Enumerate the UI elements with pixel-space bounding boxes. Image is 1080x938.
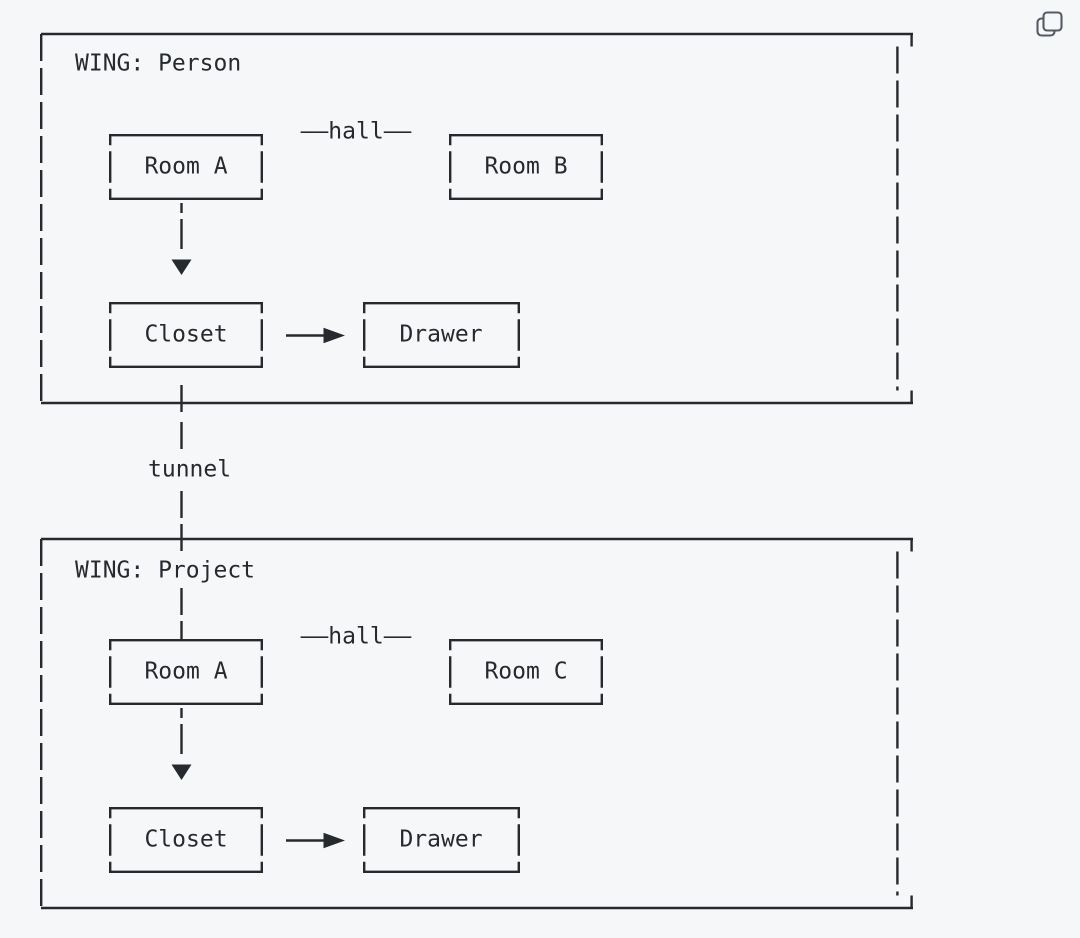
drawer-box xyxy=(363,302,520,368)
room-a-box-2 xyxy=(109,639,263,705)
wing-title: WING: Person xyxy=(75,50,242,77)
room-label: Room B xyxy=(484,153,568,180)
arrow-closet-to-drawer-2 xyxy=(286,832,345,849)
arrow-down-head xyxy=(171,764,192,780)
arrow-room-a-to-closet-2 xyxy=(171,708,192,780)
copy-button[interactable] xyxy=(1032,4,1068,40)
room-b-box xyxy=(449,134,603,200)
arrow-right-head xyxy=(323,832,345,849)
arrow-down-head xyxy=(171,259,192,275)
room-a-box xyxy=(109,134,263,200)
copy-icon xyxy=(1036,11,1063,37)
hall-label: ——hall—— xyxy=(300,623,412,650)
arrow-right-head xyxy=(323,327,345,344)
wing-person-outline xyxy=(40,32,913,405)
hall-label: ——hall—— xyxy=(300,118,412,145)
room-label: Drawer xyxy=(399,826,483,853)
room-label: Drawer xyxy=(399,321,483,348)
arrow-room-a-to-closet xyxy=(171,203,192,275)
room-label: Room A xyxy=(144,658,228,685)
closet-box-2 xyxy=(109,807,263,873)
drawer-box-2 xyxy=(363,807,520,873)
room-label: Closet xyxy=(144,321,228,348)
room-label: Room C xyxy=(484,658,568,685)
tunnel-label: tunnel xyxy=(148,456,232,483)
wing-title: WING: Project xyxy=(75,557,256,584)
room-c-box xyxy=(449,639,603,705)
room-label: Room A xyxy=(144,153,228,180)
closet-box xyxy=(109,302,263,368)
wing-project-outline xyxy=(40,537,913,910)
arrow-closet-to-drawer xyxy=(286,327,345,344)
room-label: Closet xyxy=(144,826,228,853)
